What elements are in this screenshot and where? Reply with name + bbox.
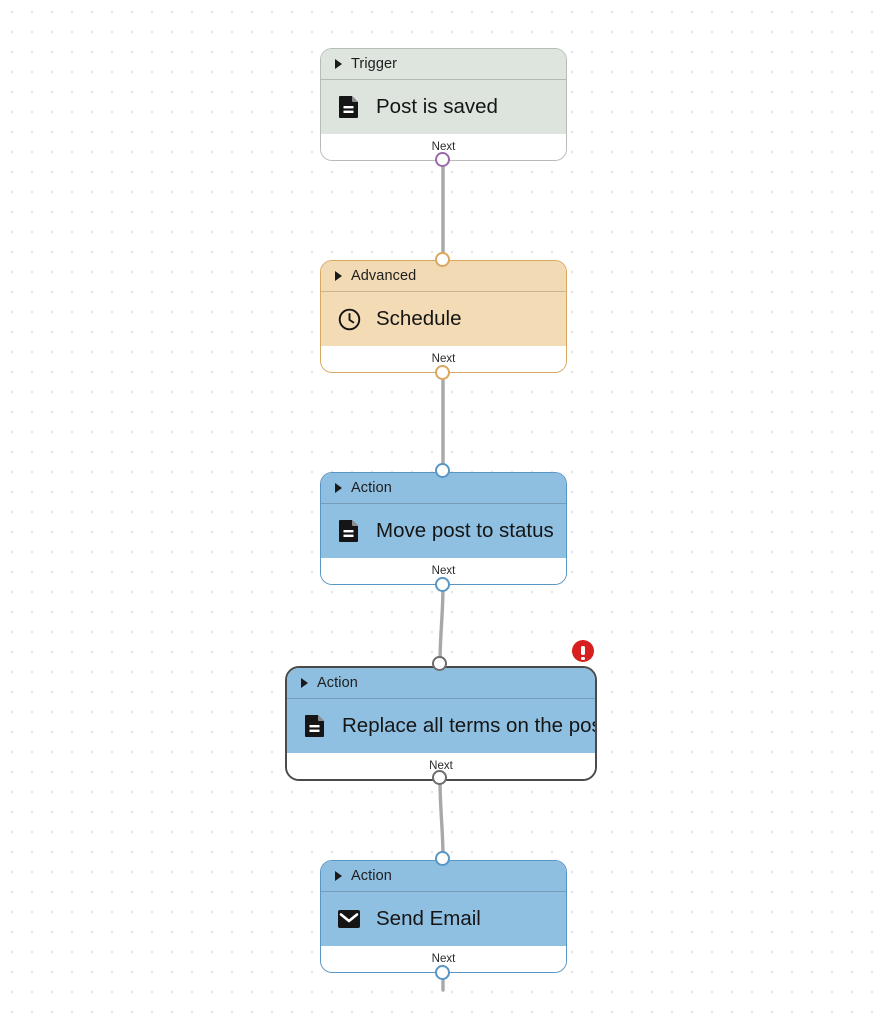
workflow-node-send-email[interactable]: Action Send Email Next <box>320 860 567 973</box>
node-header[interactable]: Advanced <box>321 261 566 291</box>
node-header[interactable]: Action <box>287 668 595 698</box>
document-icon <box>337 95 361 119</box>
port-move-post-output[interactable] <box>435 577 450 592</box>
chevron-right-icon[interactable] <box>335 483 342 493</box>
port-move-post-input[interactable] <box>435 463 450 478</box>
node-title: Move post to status <box>376 518 554 542</box>
workflow-node-move-post-to-status[interactable]: Action Move post to status Next <box>320 472 567 585</box>
workflow-node-replace-all-terms[interactable]: Action Replace all terms on the post Nex… <box>285 666 597 781</box>
chevron-right-icon[interactable] <box>335 59 342 69</box>
node-title: Post is saved <box>376 94 498 118</box>
exclamation-icon <box>581 645 586 660</box>
port-send-email-output[interactable] <box>435 965 450 980</box>
workflow-node-advanced[interactable]: Advanced Schedule Next <box>320 260 567 373</box>
node-title: Schedule <box>376 306 462 330</box>
port-replace-terms-input[interactable] <box>432 656 447 671</box>
node-body[interactable]: Move post to status <box>321 503 566 558</box>
edge-replace-to-email <box>438 777 445 859</box>
port-advanced-input[interactable] <box>435 252 450 267</box>
port-send-email-input[interactable] <box>435 851 450 866</box>
node-header[interactable]: Action <box>321 473 566 503</box>
node-body[interactable]: Post is saved <box>321 79 566 134</box>
node-category-label: Action <box>351 480 392 496</box>
port-advanced-output[interactable] <box>435 365 450 380</box>
envelope-icon <box>337 907 361 931</box>
node-title: Send Email <box>376 906 481 930</box>
port-trigger-output[interactable] <box>435 152 450 167</box>
node-category-label: Trigger <box>351 56 398 72</box>
edge-move-to-replace <box>438 583 445 665</box>
node-header[interactable]: Action <box>321 861 566 891</box>
node-body[interactable]: Send Email <box>321 891 566 946</box>
chevron-right-icon[interactable] <box>335 271 342 281</box>
node-title: Replace all terms on the post <box>342 713 597 737</box>
node-header[interactable]: Trigger <box>321 49 566 79</box>
document-icon <box>303 714 327 738</box>
port-replace-terms-output[interactable] <box>432 770 447 785</box>
node-category-label: Action <box>317 675 358 691</box>
clock-icon <box>337 307 361 331</box>
node-body[interactable]: Replace all terms on the post <box>287 698 595 753</box>
workflow-node-trigger[interactable]: Trigger Post is saved Next <box>320 48 567 161</box>
error-badge[interactable] <box>572 640 594 662</box>
document-icon <box>337 519 361 543</box>
chevron-right-icon[interactable] <box>335 871 342 881</box>
node-body[interactable]: Schedule <box>321 291 566 346</box>
chevron-right-icon[interactable] <box>301 678 308 688</box>
node-category-label: Action <box>351 868 392 884</box>
node-category-label: Advanced <box>351 268 417 284</box>
